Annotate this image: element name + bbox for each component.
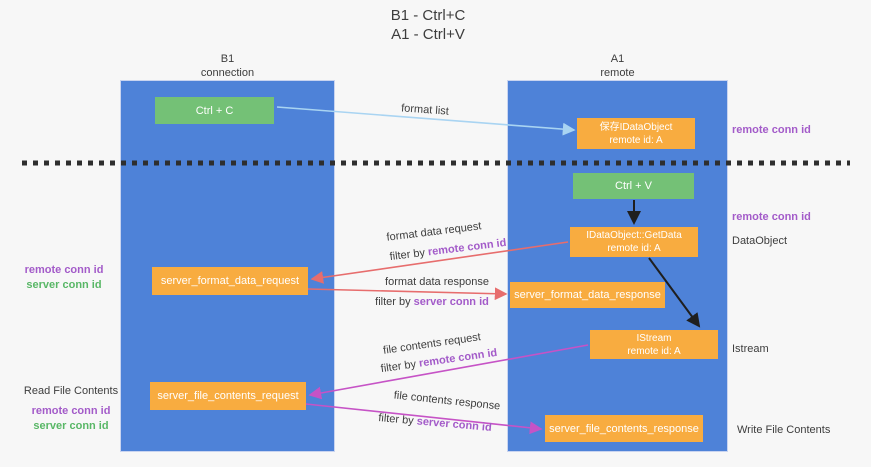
node-server-file-contents-request: server_file_contents_request	[150, 382, 306, 410]
left-server-conn-id-2: server conn id	[33, 420, 109, 432]
title-line-1: B1 - Ctrl+C	[390, 7, 466, 24]
lane-b1-name: B1	[220, 53, 235, 65]
lane-a1-role: remote	[600, 67, 635, 79]
arrow-getdata-to-istream	[648, 257, 701, 328]
node-saved-idataobject: 保存IDataObject remote id: A	[577, 118, 695, 149]
node-istream-line2: remote id: A	[627, 345, 681, 357]
left-remote-conn-id-1: remote conn id	[24, 264, 104, 276]
node-server-file-contents-response: server_file_contents_response	[545, 415, 703, 442]
node-file-request-label: server_file_contents_request	[157, 390, 299, 402]
title-line-2: A1 - Ctrl+V	[391, 26, 465, 43]
label-filter-server-1: filter by server conn id	[375, 296, 489, 308]
arrow-file-contents-request	[308, 344, 589, 400]
node-getdata-line1: IDataObject::GetData	[586, 230, 682, 241]
node-getdata-line2: remote id: A	[607, 243, 661, 254]
right-dataobject-label: DataObject	[732, 235, 788, 247]
lane-header-a1: A1 remote	[507, 52, 728, 80]
lane-header-b1: B1 connection	[120, 52, 335, 80]
right-write-file-contents-label: Write File Contents	[737, 424, 831, 436]
left-server-conn-id-1: server conn id	[26, 279, 102, 291]
node-ctrl-v: Ctrl + V	[573, 173, 694, 199]
lane-b1-role: connection	[200, 67, 255, 79]
label-format-data-response: format data response	[385, 276, 489, 288]
right-remote-conn-id-1: remote conn id	[732, 124, 811, 136]
arrow-format-data-request	[310, 241, 569, 284]
arrow-format-data-response	[307, 287, 508, 301]
read-file-contents-label: Read File Contents	[23, 385, 119, 397]
node-file-response-label: server_file_contents_response	[549, 422, 699, 435]
right-istream-label: Istream	[732, 343, 769, 355]
node-format-response-label: server_format_data_response	[514, 289, 661, 301]
right-remote-conn-id-2: remote conn id	[732, 211, 811, 223]
node-idataobject-getdata: IDataObject::GetData remote id: A	[570, 227, 698, 257]
node-format-request-label: server_format_data_request	[160, 275, 300, 287]
lane-a1-name: A1	[610, 53, 625, 65]
arrow-format-list	[276, 106, 576, 136]
node-istream-line1: IStream	[636, 332, 672, 344]
diagram-title: B1 - Ctrl+C A1 - Ctrl+V	[391, 6, 466, 44]
server-conn-id-text: server conn id	[413, 296, 489, 308]
node-ctrl-c-label: Ctrl + C	[195, 104, 234, 117]
left-remote-conn-id-2: remote conn id	[31, 405, 111, 417]
node-saved-idataobject-line2: remote id: A	[609, 134, 663, 146]
node-ctrl-c: Ctrl + C	[155, 97, 274, 124]
node-istream: IStream remote id: A	[590, 330, 718, 359]
node-ctrl-v-label: Ctrl + V	[615, 180, 652, 192]
node-server-format-data-request: server_format_data_request	[152, 267, 308, 295]
left-conn-id-pair-1: remote conn id server conn id	[6, 263, 122, 293]
node-saved-idataobject-line1: 保存IDataObject	[599, 121, 673, 133]
arrow-file-contents-response	[305, 403, 543, 435]
filter-by-text: filter by	[375, 296, 411, 308]
left-read-file-contents-block: Read File Contents remote conn id server…	[13, 384, 129, 434]
node-server-format-data-response: server_format_data_response	[510, 282, 665, 308]
